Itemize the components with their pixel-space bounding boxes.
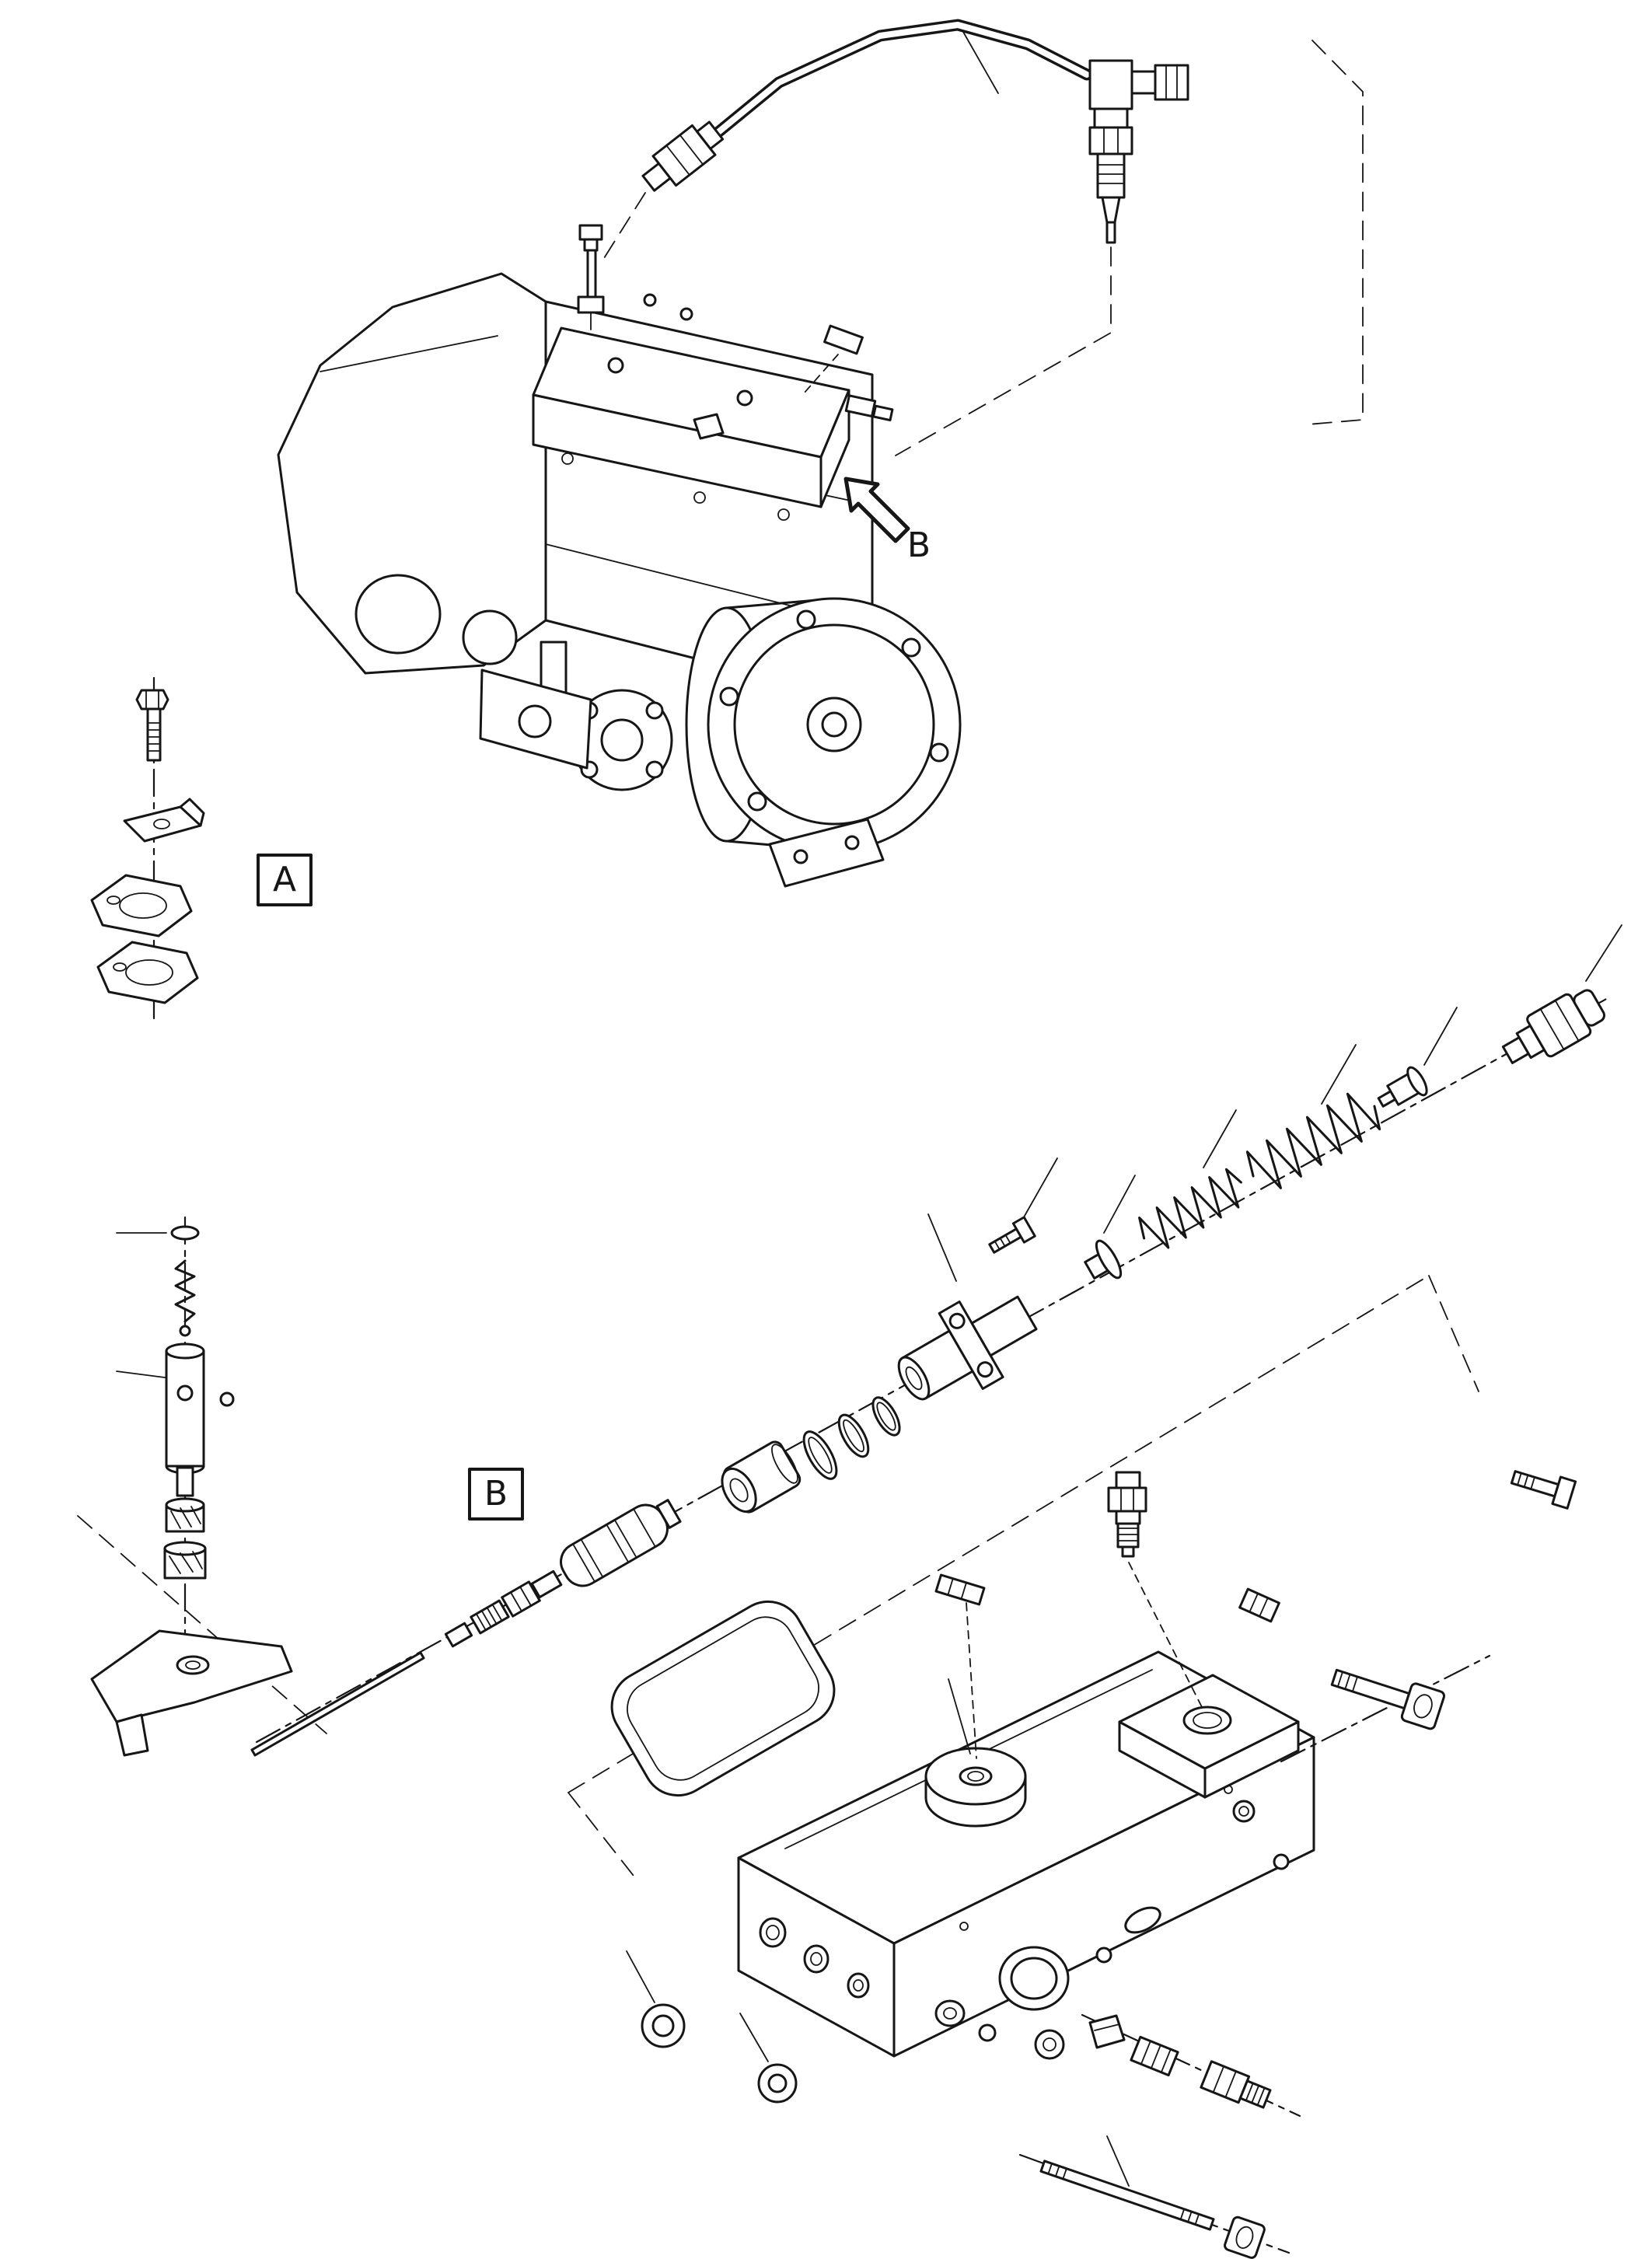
front-face-ports (934, 1785, 1290, 2042)
top-boss (924, 1747, 1027, 1828)
threaded-stub (470, 1599, 510, 1635)
label-b-text: B (484, 1474, 508, 1514)
grooved-bushing-upper (165, 1497, 205, 1533)
control-spool (560, 1499, 682, 1587)
pump-shaft (806, 697, 862, 752)
view-b-arrow-icon (843, 477, 910, 543)
plug-sleeve (1130, 2035, 1179, 2077)
check-valve-fitting (1088, 107, 1133, 244)
section-b-right-chain (444, 924, 1622, 1648)
top-dashed-guides (599, 26, 1364, 456)
o-ring-large (802, 1430, 838, 1480)
small-plug (1034, 2029, 1065, 2060)
rod-tip (444, 1622, 473, 1648)
cone-seat (1088, 2014, 1126, 2049)
socket-plug-center (739, 2013, 798, 2104)
clamp-half-lower (96, 941, 199, 1004)
clamp-bolt (135, 689, 169, 762)
grub-screw (1238, 1587, 1280, 1623)
pipe-fitting-left (641, 120, 725, 192)
hex-plug-bottom (1200, 2060, 1272, 2109)
snap-ring (170, 1225, 200, 1241)
view-b-arrow-label: B (907, 525, 931, 565)
manifold-nipples (844, 394, 894, 422)
o-ring-medium (837, 1413, 870, 1458)
pilot-piston (165, 1342, 205, 1497)
label-a-box: A (257, 854, 313, 906)
link-rod (250, 1651, 425, 1757)
section-b-left-chain (90, 1225, 425, 1757)
check-ball (179, 1325, 191, 1337)
pressure-sensor-fitting (577, 224, 605, 330)
pilot-pipe-assembly (641, 19, 1189, 244)
pump-assembly (277, 224, 962, 888)
right-raised-block (1118, 1674, 1300, 1799)
top-hex-plug (1107, 1471, 1147, 1558)
pressure-spring-outer (1245, 1092, 1381, 1189)
label-a-text: A (273, 860, 296, 899)
compensator-valve-body (897, 1295, 1038, 1401)
spool-sleeve (721, 1440, 802, 1514)
flange-screw (988, 1216, 1036, 1254)
stud-end-bolt (1224, 2215, 1266, 2259)
pipe-tee-fitting (1088, 59, 1189, 110)
view-b-arrow-callout: B (843, 477, 931, 565)
clamp-plate (123, 798, 205, 843)
pressure-spring-inner (1138, 1168, 1242, 1249)
clamp-half-upper (90, 874, 193, 937)
section-a-parts: A (90, 676, 313, 1020)
feedback-lever (90, 1629, 293, 1757)
o-ring-small (871, 1396, 901, 1437)
socket-cap-bolt (1330, 1668, 1446, 1730)
long-stud (1039, 2159, 1215, 2231)
valve-body-block (737, 1650, 1315, 2058)
manifold-side-plug (823, 324, 864, 355)
left-face-ports (759, 1917, 870, 1999)
body-gasket (610, 1600, 836, 1797)
section-b-fasteners (626, 1470, 1577, 2259)
part-leader-lines (927, 924, 1622, 1282)
pump-rear-port (354, 574, 442, 655)
poppet (1377, 1066, 1428, 1108)
lock-nut (501, 1580, 541, 1618)
small-bolt-top-right (1510, 1470, 1577, 1510)
small-spring (174, 1259, 196, 1323)
adjuster-plug (1501, 989, 1605, 1064)
spring-seat (1084, 1239, 1123, 1280)
label-b-box: B (468, 1468, 524, 1521)
grooved-bushing-lower (163, 1541, 207, 1580)
collar (530, 1569, 563, 1599)
steel-ball (219, 1391, 235, 1407)
socket-plug-left (626, 1950, 686, 2048)
roll-pin (934, 1573, 986, 1606)
